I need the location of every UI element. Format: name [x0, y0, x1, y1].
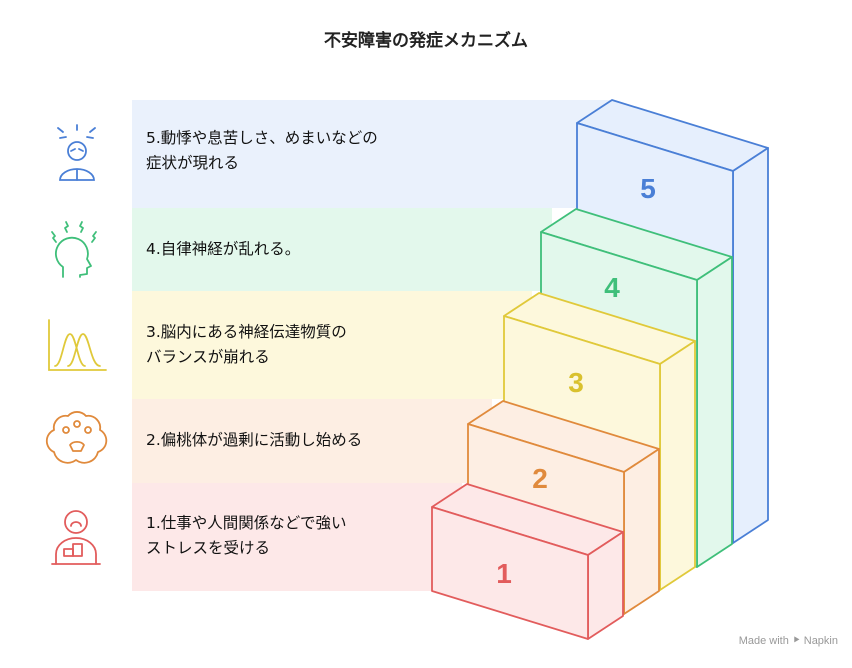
- step-label-2: 2.偏桃体が過剰に活動し始める: [146, 428, 466, 453]
- step-number-3: 3: [568, 367, 584, 398]
- step-label-1-line1: 1.仕事や人間関係などで強い: [146, 514, 347, 532]
- step-number-1: 1: [496, 558, 512, 589]
- step-label-5: 5.動悸や息苦しさ、めまいなどの 症状が現れる: [146, 126, 466, 176]
- step-label-2-line1: 2.偏桃体が過剰に活動し始める: [146, 431, 363, 449]
- step-block-1: [431, 483, 624, 640]
- band-2: [132, 399, 492, 483]
- step-number-4: 4: [604, 272, 620, 303]
- band-5: [132, 100, 612, 208]
- step-label-1-line2: ストレスを受ける: [146, 539, 271, 557]
- band-4: [132, 208, 552, 291]
- step-label-5-line2: 症状が現れる: [146, 154, 240, 172]
- step-number-2: 2: [532, 463, 548, 494]
- band-1: [132, 483, 462, 591]
- step-label-3-line2: バランスが崩れる: [146, 348, 270, 366]
- step-label-4: 4.自律神経が乱れる。: [146, 237, 466, 262]
- person-stress-icon: [51, 510, 101, 565]
- step-label-5-line1: 5.動悸や息苦しさ、めまいなどの: [146, 129, 378, 147]
- band-3: [132, 291, 532, 399]
- step-label-3-line1: 3.脳内にある神経伝達物質の: [146, 323, 347, 341]
- step-label-1: 1.仕事や人間関係などで強い ストレスを受ける: [146, 511, 466, 561]
- person-symptoms-icon: [57, 124, 96, 181]
- napkin-credit[interactable]: Made with ⯈ Napkin: [738, 635, 838, 647]
- diagram-title: 不安障害の発症メカニズム: [324, 31, 528, 51]
- step-label-3: 3.脳内にある神経伝達物質の バランスが崩れる: [146, 320, 466, 370]
- amygdala-icon: [45, 411, 108, 464]
- step-label-4-line1: 4.自律神経が乱れる。: [146, 240, 301, 258]
- step-number-5: 5: [640, 173, 656, 204]
- head-agitated-icon: [51, 221, 97, 278]
- distribution-curves-icon: [48, 319, 107, 371]
